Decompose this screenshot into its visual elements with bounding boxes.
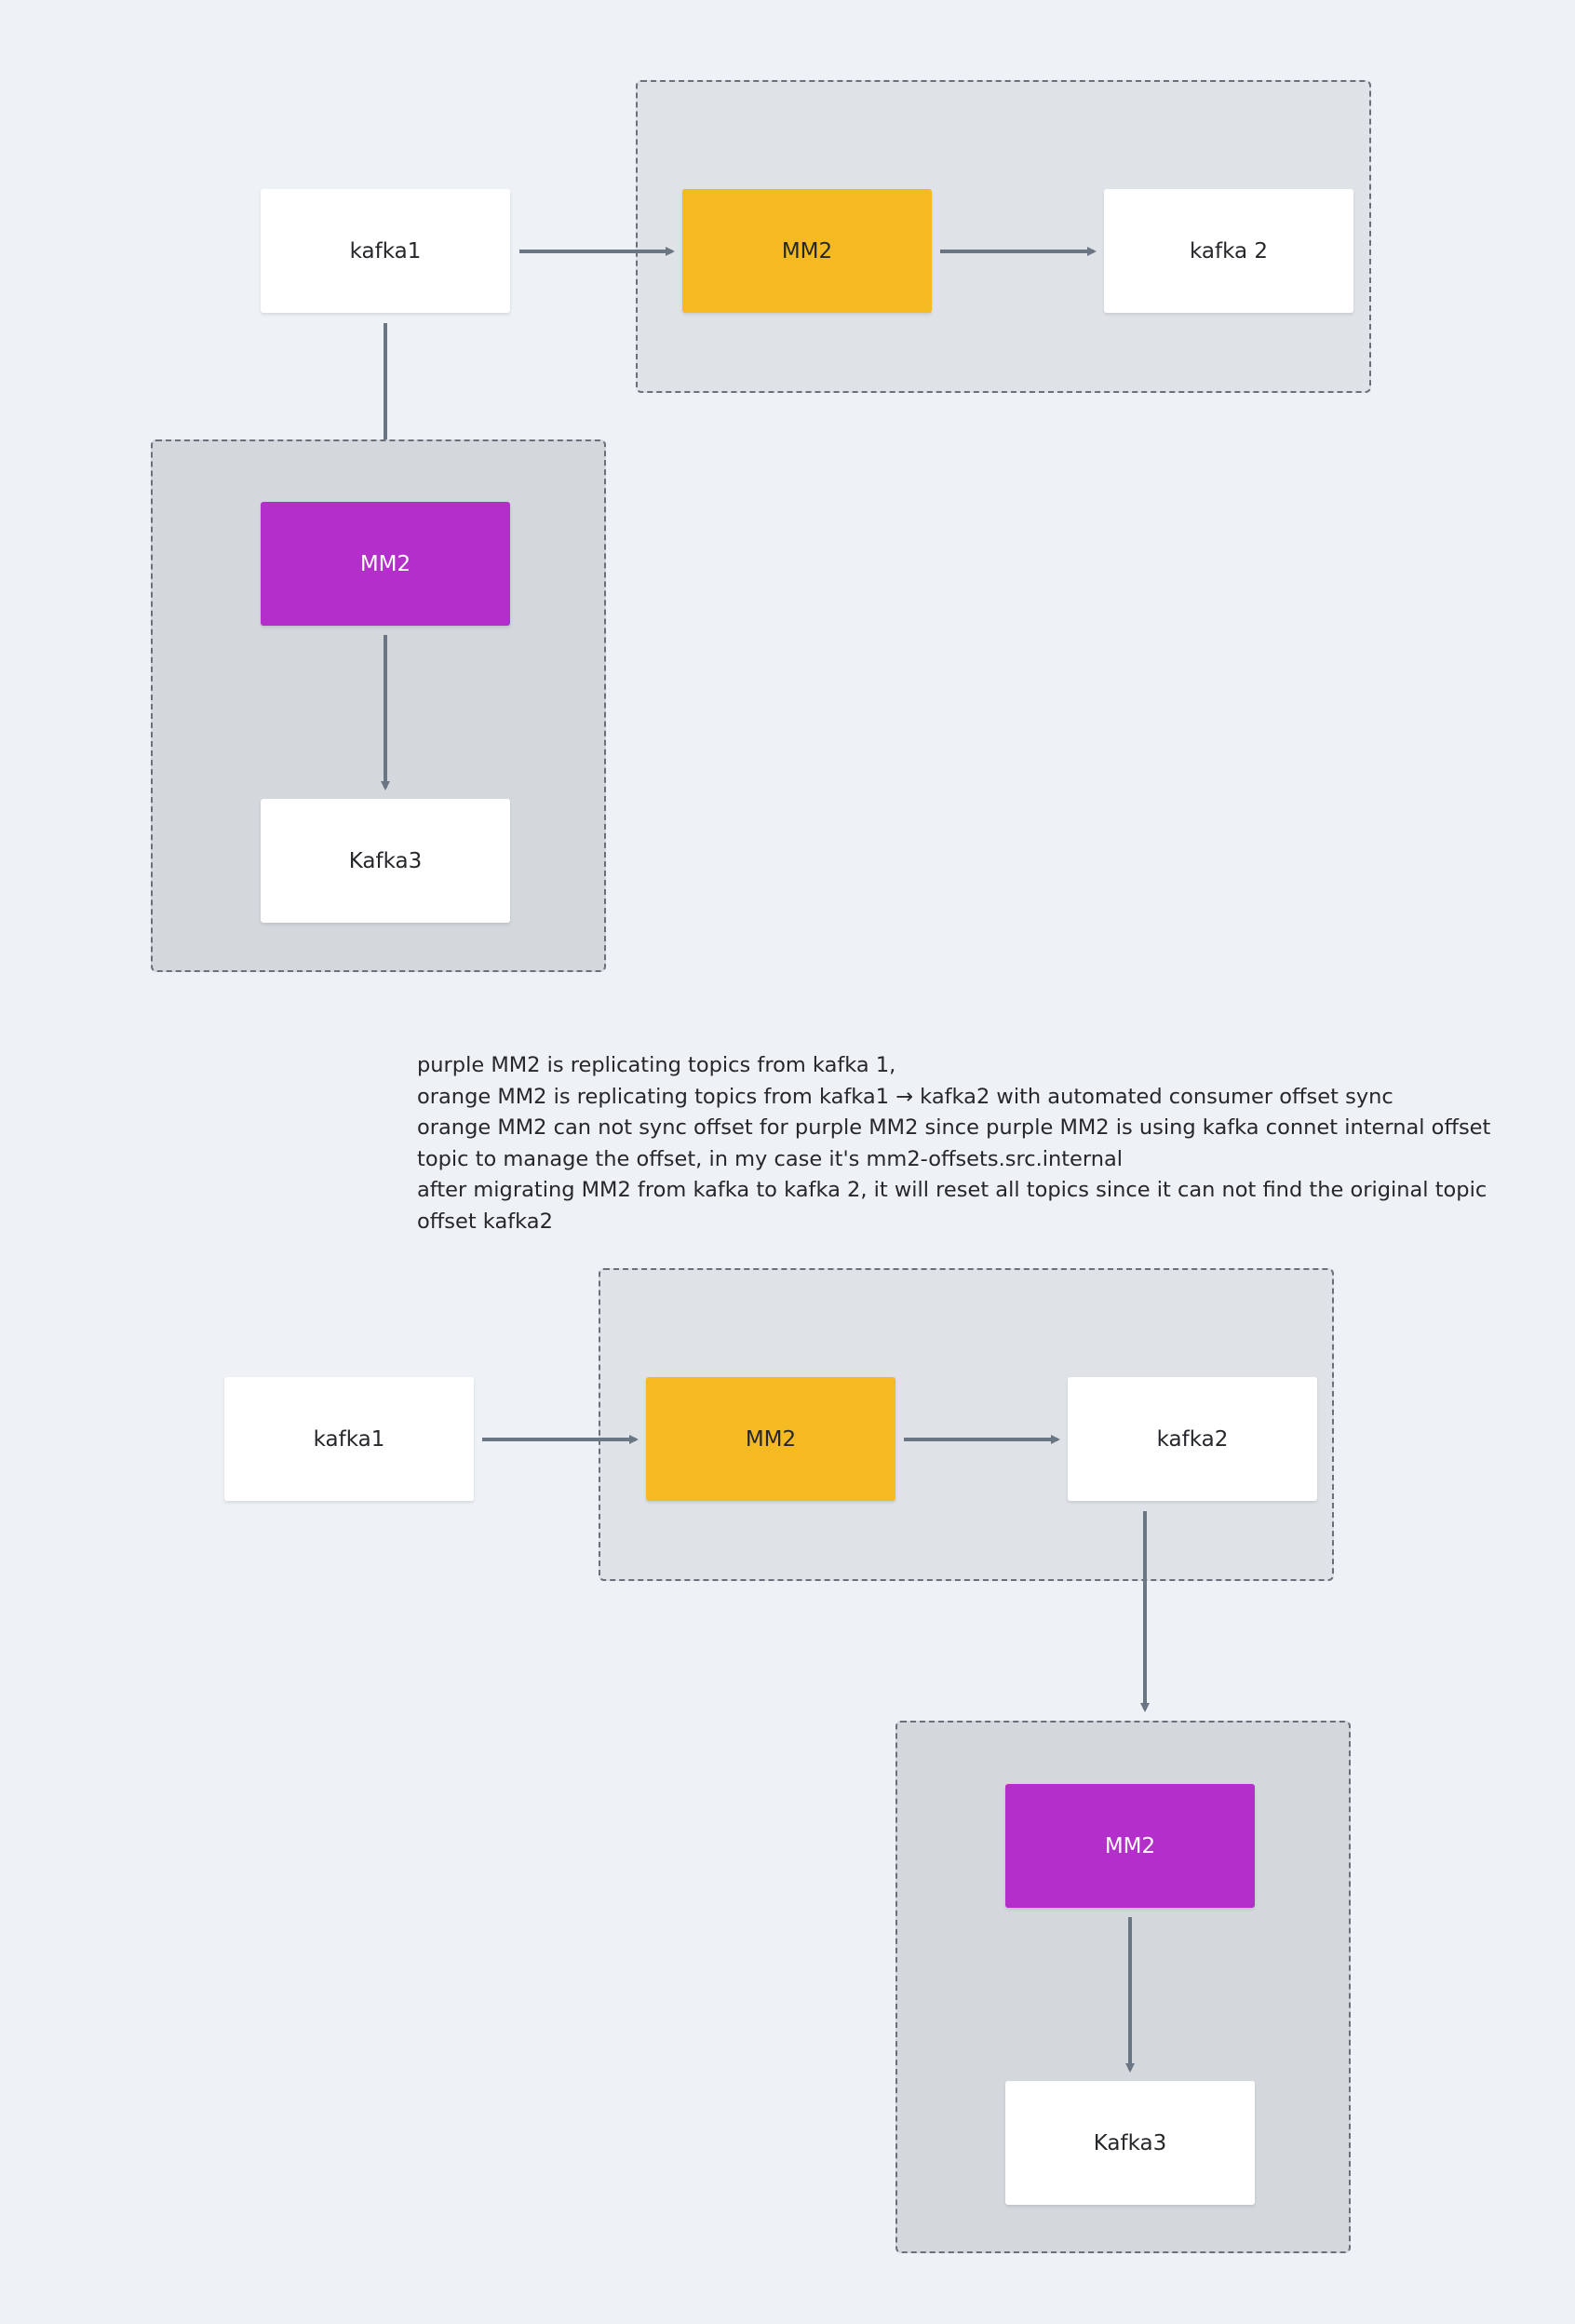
note-line: topic to manage the offset, in my case i… — [417, 1146, 1124, 1171]
description-note: purple MM2 is replicating topics from ka… — [417, 1050, 1491, 1238]
bottom-mm2-orange-label: MM2 — [745, 1426, 797, 1452]
top-kafka2-node[interactable]: kafka 2 — [1104, 189, 1353, 313]
bottom-mm2-orange-node[interactable]: MM2 — [646, 1377, 895, 1501]
note-line: purple MM2 is replicating topics from ka… — [417, 1053, 896, 1077]
top-mm2-purple-label: MM2 — [359, 551, 411, 576]
bottom-kafka1-node[interactable]: kafka1 — [224, 1377, 474, 1501]
bottom-mm2-purple-label: MM2 — [1104, 1833, 1156, 1858]
top-kafka3-node[interactable]: Kafka3 — [261, 799, 510, 923]
bottom-kafka3-label: Kafka3 — [1093, 2130, 1167, 2155]
top-kafka1-label: kafka1 — [349, 238, 422, 263]
bottom-kafka1-label: kafka1 — [313, 1426, 385, 1452]
note-line: after migrating MM2 from kafka to kafka … — [417, 1178, 1488, 1203]
bottom-kafka3-node[interactable]: Kafka3 — [1005, 2081, 1255, 2205]
note-line: orange MM2 can not sync offset for purpl… — [417, 1115, 1491, 1141]
top-mm2-orange-label: MM2 — [781, 238, 833, 263]
top-kafka1-node[interactable]: kafka1 — [261, 189, 510, 313]
top-kafka3-label: Kafka3 — [348, 848, 423, 873]
top-mm2-orange-node[interactable]: MM2 — [682, 189, 932, 313]
note-line: orange MM2 is replicating topics from ka… — [417, 1084, 1393, 1109]
bottom-mm2-purple-node[interactable]: MM2 — [1005, 1784, 1255, 1908]
bottom-kafka2-label: kafka2 — [1156, 1426, 1229, 1452]
bottom-kafka2-node[interactable]: kafka2 — [1068, 1377, 1317, 1501]
top-mm2-purple-node[interactable]: MM2 — [261, 502, 510, 626]
note-line: offset kafka2 — [417, 1209, 553, 1234]
top-kafka2-label: kafka 2 — [1189, 238, 1269, 263]
